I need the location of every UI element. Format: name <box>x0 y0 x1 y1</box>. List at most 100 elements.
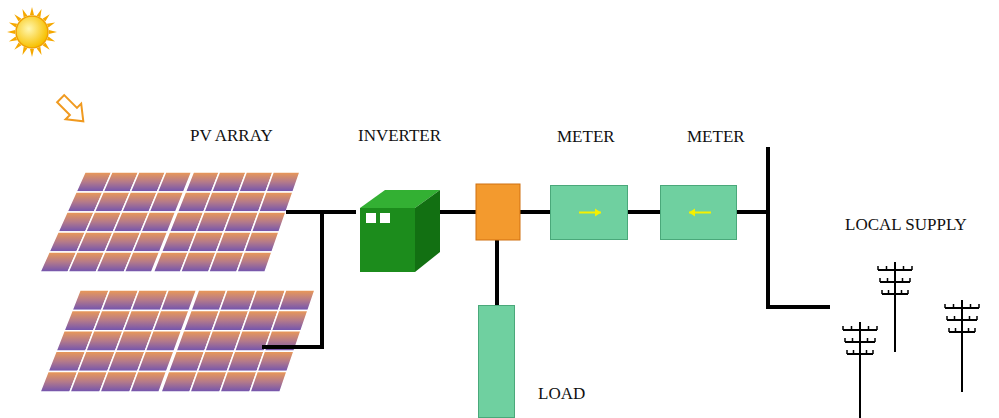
supply-busbar <box>766 147 770 214</box>
insulator <box>946 316 948 320</box>
sun-ray <box>37 9 42 17</box>
insulator <box>901 290 903 294</box>
pv-cell <box>153 310 189 330</box>
meter-direction-arrow <box>551 186 627 239</box>
insulator <box>909 278 911 282</box>
insulator <box>886 266 888 270</box>
insulator <box>903 266 905 270</box>
pole-crossarm <box>845 341 875 343</box>
pole-crossarm <box>945 307 979 309</box>
insulator <box>881 290 883 294</box>
insulator <box>853 350 855 354</box>
insulator <box>844 338 846 342</box>
pv-cell <box>279 290 316 310</box>
insulator <box>970 304 972 308</box>
array-wire <box>262 210 322 347</box>
insulator <box>976 316 978 320</box>
insulator <box>944 304 946 308</box>
wire <box>737 212 830 307</box>
insulator <box>969 316 971 320</box>
pv-cell <box>130 372 167 392</box>
sun-ray <box>22 9 27 17</box>
insulator <box>974 328 976 332</box>
insulator <box>874 338 876 342</box>
meter-box: METER <box>550 185 628 240</box>
pole-crossarm <box>949 331 975 333</box>
pv-cell <box>138 351 174 371</box>
node-label: INVERTER <box>358 126 441 146</box>
pv-cell <box>145 331 181 351</box>
pv-panels <box>40 172 315 392</box>
pole-crossarm <box>882 293 908 295</box>
insulator <box>842 326 844 330</box>
node-label: LOCAL SUPPLY <box>845 215 967 235</box>
pv-cell <box>251 212 286 232</box>
pole <box>961 300 963 392</box>
pole-crossarm <box>878 269 912 271</box>
pv-cell <box>237 252 272 272</box>
insulator <box>876 326 878 330</box>
sun-ray <box>7 30 15 34</box>
insulator <box>911 266 913 270</box>
wire <box>628 210 660 214</box>
insulator <box>888 290 890 294</box>
sun-ray <box>30 7 34 15</box>
node-label: PV ARRAY <box>190 126 273 146</box>
pole-crossarm <box>843 329 877 331</box>
insulator <box>955 328 957 332</box>
pole-crossarm <box>847 353 873 355</box>
insulator <box>879 278 881 282</box>
node-label: METER <box>557 127 615 147</box>
insulator <box>852 338 854 342</box>
sun-ray <box>47 22 55 27</box>
inverter-display <box>366 213 376 223</box>
insulator <box>887 278 889 282</box>
insulator <box>868 326 870 330</box>
utility-poles <box>843 262 979 418</box>
pole <box>894 262 896 352</box>
insulator <box>968 328 970 332</box>
load-box: LOAD <box>478 305 515 418</box>
node-label: LOAD <box>538 384 585 404</box>
insulator <box>953 304 955 308</box>
insulator <box>846 350 848 354</box>
pv-cell <box>257 351 294 371</box>
sunlight-arrow <box>53 91 91 129</box>
arrow-head <box>689 209 695 217</box>
sun-ray <box>47 37 55 42</box>
arrow-head <box>595 209 601 217</box>
insulator <box>954 316 956 320</box>
pv-cell <box>250 372 287 392</box>
pv-cell <box>271 310 308 330</box>
insulator <box>851 326 853 330</box>
insulator <box>907 290 909 294</box>
inverter-drawing <box>356 188 440 272</box>
insulator <box>902 278 904 282</box>
pv-cell <box>259 192 293 212</box>
sun-ray <box>9 37 17 42</box>
pv-array: PV ARRAY <box>40 172 320 394</box>
inverter-display <box>380 213 390 223</box>
sun-disc <box>16 16 48 48</box>
sun-ray <box>22 47 27 55</box>
pole-crossarm <box>947 319 977 321</box>
inverter-front <box>360 208 415 272</box>
pv-cell <box>244 232 279 252</box>
insulator <box>978 304 980 308</box>
inverter-box: INVERTER <box>356 188 440 272</box>
wire <box>320 210 356 214</box>
meter-box: METER <box>660 185 737 240</box>
meter-direction-arrow <box>661 186 736 239</box>
insulator <box>948 328 950 332</box>
junction-box <box>476 184 520 240</box>
sun-ray <box>9 22 17 27</box>
pole-crossarm <box>880 281 910 283</box>
insulator <box>866 350 868 354</box>
pv-cell <box>266 172 300 192</box>
sun-ray <box>37 47 42 55</box>
sunlight-arrow-shape <box>53 91 91 129</box>
local-supply: LOCAL SUPPLY <box>830 258 990 416</box>
sun-rays <box>7 7 57 57</box>
sun-ray <box>30 49 34 57</box>
